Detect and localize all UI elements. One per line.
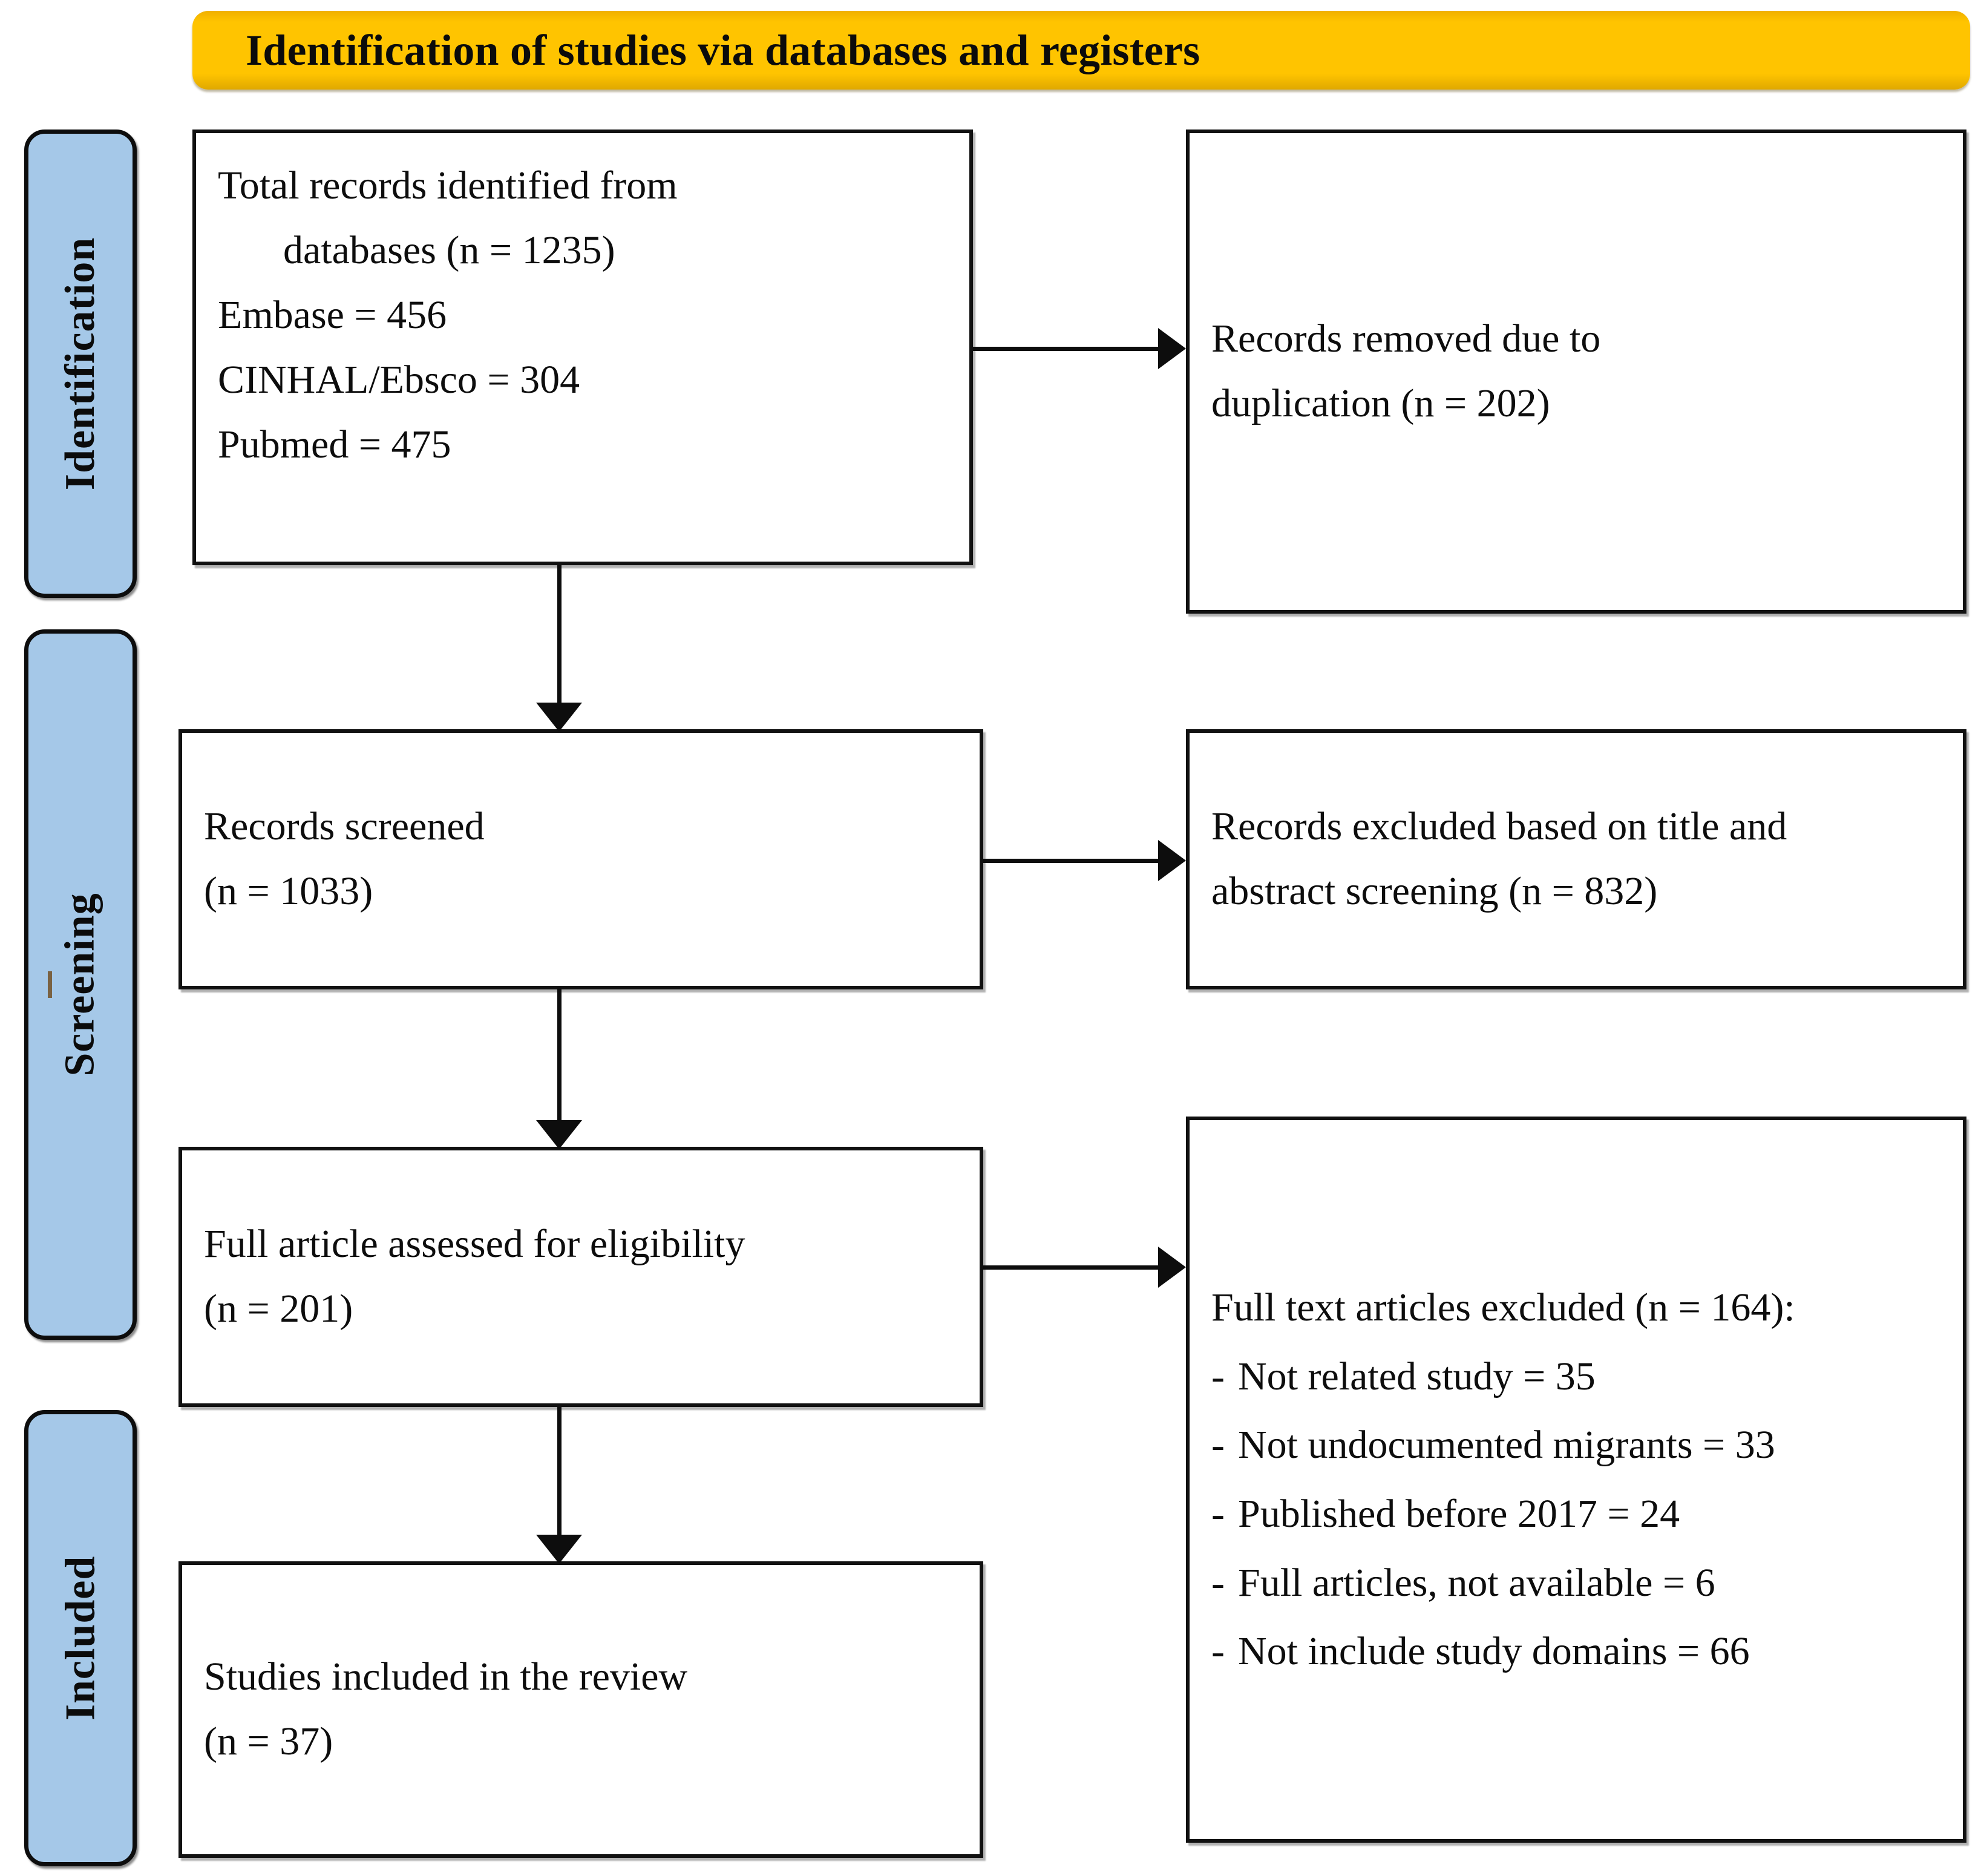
stage-label-included: Included <box>24 1410 137 1866</box>
exclusion-item-label: Not undocumented migrants = 33 <box>1237 1423 1775 1468</box>
node-full-article-eligibility: Full article assessed for eligibility (n… <box>178 1147 983 1407</box>
exclusion-item: - Not undocumented migrants = 33 <box>1211 1411 1941 1480</box>
arrow-shaft <box>557 565 562 705</box>
arrow-screened-to-eligibility-icon <box>535 989 583 1149</box>
node-line: Pubmed = 475 <box>218 422 451 467</box>
arrow-shaft <box>973 347 1162 351</box>
exclusion-item-label: Published before 2017 = 24 <box>1237 1492 1680 1536</box>
tick-mark-icon <box>48 971 52 998</box>
exclusion-item: - Not include study domains = 66 <box>1211 1617 1941 1686</box>
diagram-header-banner: Identification of studies via databases … <box>192 11 1970 90</box>
node-records-screened: Records screened (n = 1033) <box>178 729 983 989</box>
arrow-head <box>1158 328 1186 369</box>
dash-icon: - <box>1211 1629 1225 1674</box>
node-line: databases (n = 1235) <box>283 228 615 272</box>
node-line: Total records identified from <box>218 163 678 208</box>
node-studies-included: Studies included in the review (n = 37) <box>178 1561 983 1858</box>
node-line: Studies included in the review <box>204 1655 688 1699</box>
node-line: (n = 201) <box>204 1287 353 1331</box>
stage-label-included-text: Included <box>57 1555 103 1721</box>
arrow-eligibility-to-included-icon <box>535 1407 583 1564</box>
node-line: Records removed due to <box>1211 316 1601 361</box>
dash-icon: - <box>1211 1560 1225 1605</box>
arrow-shaft <box>557 1407 562 1537</box>
exclusion-heading: Full text articles excluded (n = 164): <box>1211 1285 1795 1330</box>
exclusion-item: - Full articles, not available = 6 <box>1211 1549 1941 1618</box>
dash-icon: - <box>1211 1423 1225 1468</box>
node-records-identified: Total records identified from databases … <box>192 130 973 565</box>
arrow-head <box>536 1535 582 1564</box>
arrow-head <box>1158 840 1186 881</box>
page-title: Identification of studies via databases … <box>246 25 1200 74</box>
arrow-head <box>1158 1247 1186 1288</box>
node-line: abstract screening (n = 832) <box>1211 869 1658 913</box>
exclusion-item-label: Not related study = 35 <box>1237 1354 1596 1399</box>
node-line: Records excluded based on title and <box>1211 804 1787 849</box>
node-line: (n = 37) <box>204 1719 333 1763</box>
exclusion-item-label: Not include study domains = 66 <box>1237 1629 1750 1674</box>
arrow-eligibility-to-excluded-icon <box>983 1245 1186 1289</box>
node-line: Embase = 456 <box>218 292 447 337</box>
node-line: CINHAL/Ebsco = 304 <box>218 357 580 402</box>
node-records-excluded-title-abstract: Records excluded based on title and abst… <box>1186 729 1966 989</box>
node-line: (n = 1033) <box>204 869 373 913</box>
node-line: Records screened <box>204 804 485 849</box>
arrow-shaft <box>983 1265 1162 1270</box>
node-records-removed-duplicates: Records removed due to duplication (n = … <box>1186 130 1966 614</box>
exclusion-item-label: Full articles, not available = 6 <box>1237 1560 1715 1605</box>
arrow-shaft <box>983 859 1162 863</box>
node-line: Full article assessed for eligibility <box>204 1222 745 1267</box>
node-full-text-articles-excluded: Full text articles excluded (n = 164): -… <box>1186 1117 1966 1843</box>
stage-label-screening-text: Screening <box>57 893 104 1077</box>
arrow-head <box>536 703 582 732</box>
dash-icon: - <box>1211 1492 1225 1536</box>
arrow-screened-to-excluded-icon <box>983 839 1186 882</box>
stage-label-screening: Screening <box>24 629 137 1340</box>
arrow-identified-to-screened-icon <box>535 565 583 732</box>
dash-icon: - <box>1211 1354 1225 1399</box>
stage-label-identification: Identification <box>24 130 137 598</box>
exclusion-item: - Not related study = 35 <box>1211 1342 1941 1411</box>
arrow-shaft <box>557 989 562 1123</box>
arrow-identified-to-duplicates-icon <box>973 327 1186 370</box>
stage-label-identification-text: Identification <box>57 237 104 491</box>
node-line: duplication (n = 202) <box>1211 381 1550 425</box>
arrow-head <box>536 1120 582 1149</box>
exclusion-item: - Published before 2017 = 24 <box>1211 1480 1941 1549</box>
